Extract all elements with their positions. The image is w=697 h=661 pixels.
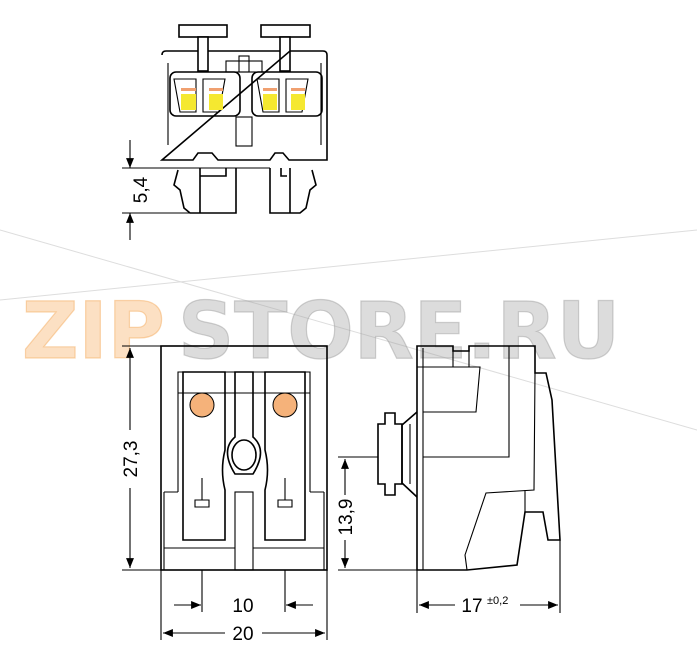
dim-label-depth-tolerance: ±0,2 <box>487 595 508 607</box>
contact-dot-right <box>272 392 298 418</box>
dim-label-pin-height: 13,9 <box>336 499 357 536</box>
dimension-pitch: 10 <box>174 570 313 617</box>
dim-label-width: 20 <box>232 624 253 645</box>
dim-label-pitch: 10 <box>232 596 253 617</box>
dimension-pin-height: 13,9 <box>336 456 417 571</box>
contact-dot-left <box>189 392 215 418</box>
dimension-clip-height: 5,4 <box>122 140 270 240</box>
watermark-text-store: STORE.RU <box>178 287 620 377</box>
dim-label-total-height: 27,3 <box>121 441 142 478</box>
top-view <box>159 24 328 214</box>
dim-label-depth: 17 <box>461 596 482 617</box>
release-buttons <box>173 78 309 113</box>
watermark-text-zip: ZIP <box>22 287 165 377</box>
dim-label-clip-height: 5,4 <box>131 176 152 203</box>
dimension-width: 20 <box>160 570 328 645</box>
front-view <box>160 345 328 571</box>
side-view <box>377 345 561 571</box>
dimension-total-height: 27,3 <box>121 345 161 571</box>
dimension-depth: 17 ±0,2 <box>416 540 561 617</box>
watermark: ZIP STORE.RU <box>0 229 697 431</box>
